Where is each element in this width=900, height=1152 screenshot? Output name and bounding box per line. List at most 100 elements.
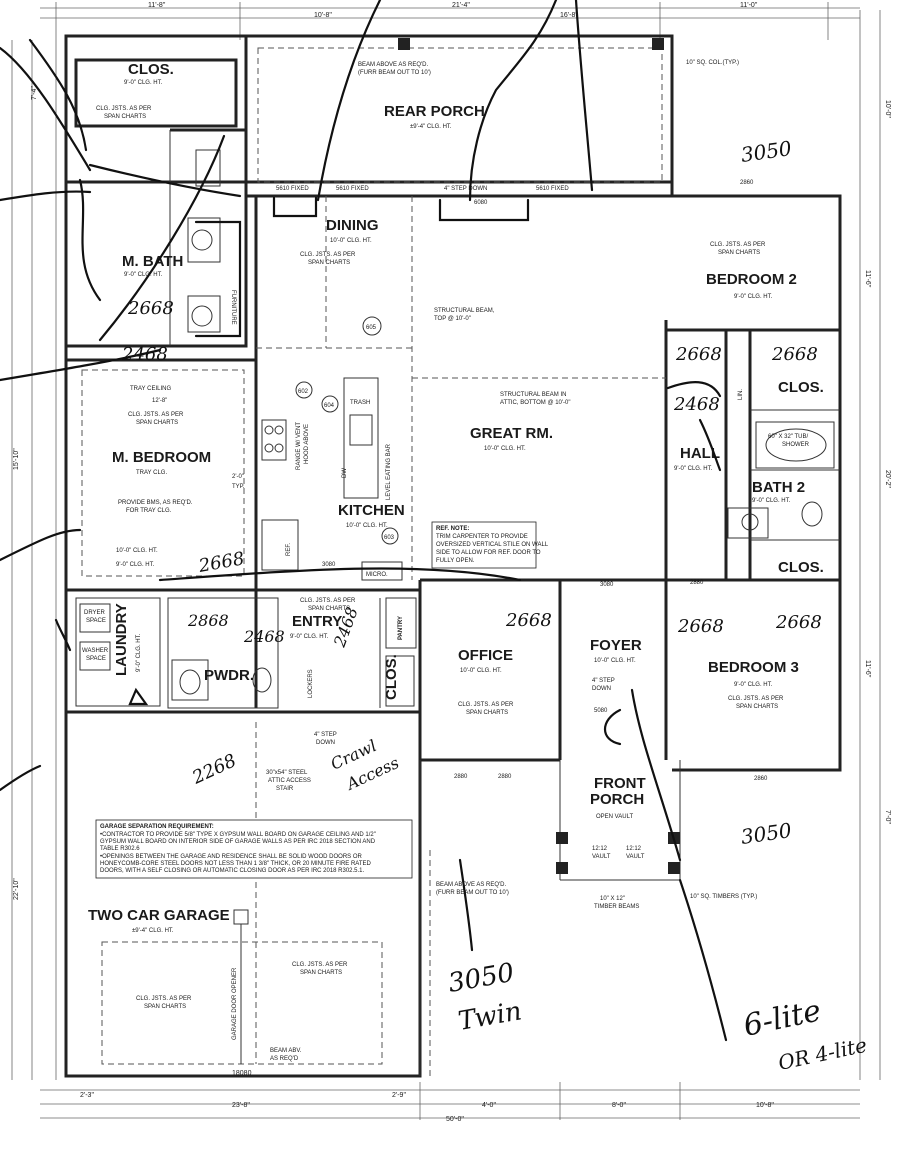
handwritten-2668-office: 2668 [505, 610, 552, 631]
ref-note-box [431, 521, 537, 569]
room-garage: TWO CAR GARAGE [88, 907, 230, 924]
room-m-bath: M. BATH [122, 253, 183, 270]
tag-605: 605 [366, 325, 377, 331]
vault-label: VAULT [626, 854, 645, 860]
span-note: CLG. JSTS. AS PER [300, 252, 356, 258]
window-fixed: 5610 FIXED [336, 186, 369, 192]
timber-note: TIMBER BEAMS [594, 904, 639, 910]
room-kitchen: KITCHEN [338, 502, 405, 519]
vault-pitch: 12:12 [592, 846, 608, 852]
bedroom-2-ceiling: 9'-0" CLG. HT. [734, 294, 773, 300]
bedroom-3-ceiling: 9'-0" CLG. HT. [734, 682, 773, 688]
span-note: CLG. JSTS. AS PER [128, 412, 184, 418]
dim-bottom-e: 2'-9" [392, 1092, 406, 1099]
m-bedroom-ceiling: TRAY CLG. [136, 470, 167, 476]
dim-porch-right: 16'-8" [560, 12, 578, 19]
range-note: HOOD ABOVE [304, 424, 310, 464]
provide-beams-note: PROVIDE BMS, AS REQ'D. [118, 500, 193, 506]
typ-label: TYP. [232, 484, 245, 490]
span-note: CLG. JSTS. AS PER [96, 106, 152, 112]
vault-label: VAULT [592, 854, 611, 860]
beam-abv-note: BEAM ABV. [270, 1048, 302, 1054]
dim-right-wing: 11'-0" [740, 2, 758, 9]
window-code: 2880 [454, 774, 468, 780]
dim-bottom-d: 2'-3" [80, 1092, 94, 1099]
garage-separation-box [95, 819, 413, 879]
span-note: CLG. JSTS. AS PER [728, 696, 784, 702]
structural-attic-note: ATTIC, BOTTOM @ 10'-0" [500, 400, 571, 406]
room-bedroom-3: BEDROOM 3 [708, 659, 799, 676]
garage-separation-line: DOORS, WITH A SELF CLOSING OR AUTOMATIC … [100, 868, 365, 874]
tub-label: SHOWER [782, 442, 810, 448]
clos-ceiling: 9'-0" CLG. HT. [124, 80, 163, 86]
room-m-bedroom: M. BEDROOM [112, 449, 211, 466]
garage-opener-label: GARAGE DOOR OPENER [232, 967, 238, 1040]
washer-label: SPACE [86, 656, 106, 662]
handwritten-2268: 2268 [188, 750, 239, 789]
provide-beams-note: FOR TRAY CLG. [126, 508, 172, 514]
garage-door-code: 18080 [232, 1070, 252, 1077]
ref-note-line: TRIM CARPENTER TO PROVIDE [436, 534, 528, 540]
typ-dim: 2'-0" [232, 474, 244, 480]
room-front-porch: FRONT [594, 775, 646, 792]
room-bedroom-2: BEDROOM 2 [706, 271, 797, 288]
tag-604: 604 [324, 403, 335, 409]
room-dining: DINING [326, 217, 379, 234]
room-bath-2: BATH 2 [752, 479, 805, 496]
dim-left-c: 22'-10" [13, 878, 20, 900]
door-code: 2880 [690, 580, 704, 586]
dryer-label: DRYER [84, 610, 106, 616]
attic-stair-label: STAIR [276, 786, 294, 792]
great-rm-ceiling: 10'-0" CLG. HT. [484, 446, 526, 452]
beam-front-note: BEAM ABOVE AS REQ'D. [436, 882, 507, 888]
dim-right-a: 10'-0" [884, 100, 891, 118]
garage-separation-line: •CONTRACTOR TO PROVIDE 5/8" TYPE X GYPSU… [100, 832, 376, 838]
handwritten-2468: 2468 [243, 627, 285, 646]
vault-pitch: 12:12 [626, 846, 642, 852]
garage-separation-line: HONEYCOMB-CORE STEEL DOORS NOT LESS THAN… [100, 861, 372, 867]
span-note: CLG. JSTS. AS PER [300, 598, 356, 604]
window-code: 2880 [498, 774, 512, 780]
handwritten-2668-br3: 2668 [775, 612, 822, 633]
step-entry-label: 4" STEP [314, 732, 337, 738]
beam-rear-note: (FURR BEAM OUT TO 10') [358, 70, 431, 76]
span-note: CLG. JSTS. AS PER [710, 242, 766, 248]
lockers-label: LOCKERS [308, 669, 314, 698]
ref-note-line: FULLY OPEN. [436, 558, 475, 564]
handwritten-3050-right: 3050 [739, 818, 793, 849]
window-code: 2860 [740, 180, 754, 186]
timber-note: 10" X 12" [600, 896, 625, 902]
step-entry-label: DOWN [316, 740, 335, 746]
dim-left-a: 7'-4" [31, 86, 38, 100]
room-pwdr: PWDR. [204, 667, 254, 684]
eating-bar-label: LEVEL EATING BAR [386, 443, 392, 500]
sq-timber-note: 10" SQ. TIMBERS (TYP.) [690, 894, 757, 900]
handwritten-twin: Twin [456, 996, 524, 1037]
structural-beam-note: STRUCTURAL BEAM, [434, 308, 495, 314]
m-bedroom-ceiling-3: 9'-0" CLG. HT. [116, 562, 155, 568]
span-note: SPAN CHARTS [718, 250, 760, 256]
structural-attic-note: STRUCTURAL BEAM IN [500, 392, 566, 398]
linen-label: LIN. [738, 389, 744, 400]
room-office: OFFICE [458, 647, 513, 664]
room-clos: CLOS. [128, 61, 174, 78]
fixtures [79, 149, 835, 1064]
step-foyer-label: DOWN [592, 686, 611, 692]
column-note: 10" SQ. COL.(TYP.) [686, 60, 739, 66]
closet-bedroom-3: CLOS. [778, 559, 824, 576]
room-front-porch-2: PORCH [590, 791, 644, 808]
trash-label: TRASH [350, 400, 370, 406]
tray-ceiling-note: TRAY CEILING [130, 386, 171, 392]
garage-separation-line: •OPENINGS BETWEEN THE GARAGE AND RESIDEN… [100, 854, 362, 860]
dim-right-c: 20'-2" [884, 470, 891, 488]
m-bedroom-ceiling-2: 10'-0" CLG. HT. [116, 548, 158, 554]
garage-ceiling: ±9'-4" CLG. HT. [132, 928, 174, 934]
dim-porch-left: 10'-8" [314, 12, 332, 19]
handwritten-6-lite: 6-lite [740, 993, 824, 1044]
handwritten-2668-closet: 2668 [196, 548, 246, 577]
handwritten-2468: 2468 [673, 394, 720, 415]
span-note: SPAN CHARTS [308, 260, 350, 266]
span-note: CLG. JSTS. AS PER [136, 996, 192, 1002]
closet-bedroom-2: CLOS. [778, 379, 824, 396]
